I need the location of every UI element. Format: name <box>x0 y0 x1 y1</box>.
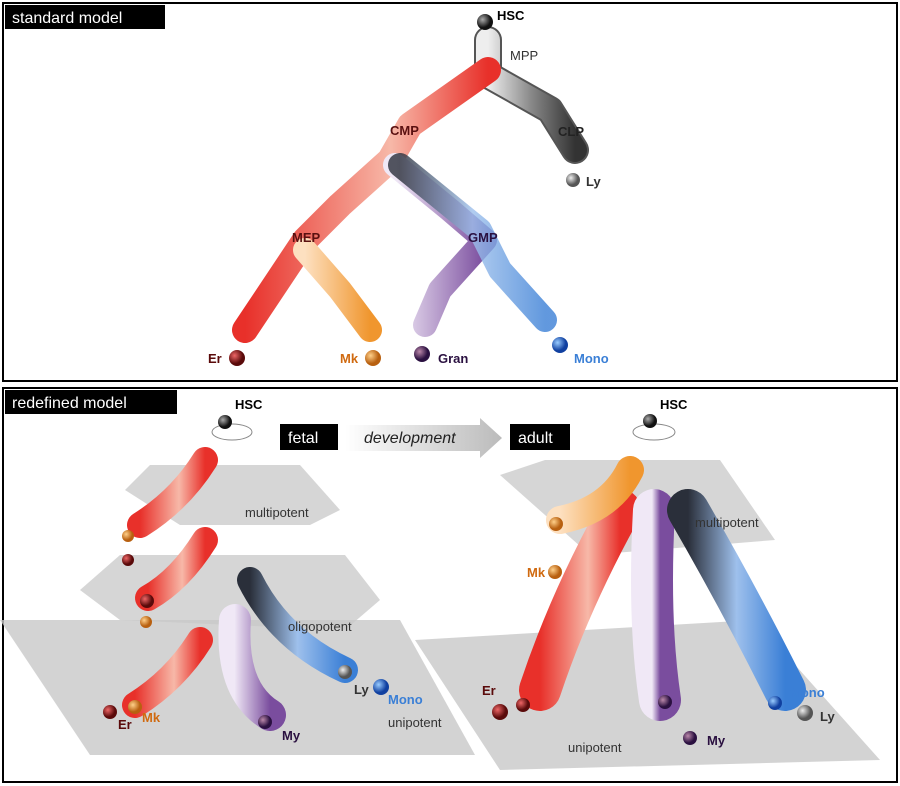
cell-ly <box>566 173 580 187</box>
branch-megakaryocyte <box>293 238 382 342</box>
cell-mk <box>549 517 563 531</box>
branch-bottom-erythroid <box>122 627 213 718</box>
branch-mid-erythroid <box>135 527 218 611</box>
hsc-column-top <box>211 423 253 441</box>
cell-er <box>103 705 117 719</box>
label-ly: Ly <box>820 709 835 724</box>
cell-er <box>140 594 154 608</box>
label-er: Er <box>208 351 222 366</box>
adult-label: adult <box>518 430 553 447</box>
label-hsc: HSC <box>497 8 525 23</box>
redefined-model-title: redefined model <box>12 395 127 412</box>
cell-mono <box>768 696 782 710</box>
branch-ly-mono <box>237 567 358 683</box>
standard-tree <box>232 21 589 343</box>
cell-mono <box>373 679 389 695</box>
standard-model-title: standard model <box>12 10 122 27</box>
branch-mk <box>546 456 644 534</box>
label-multipotent: multipotent <box>245 505 309 520</box>
cell-mk <box>122 530 134 542</box>
cell-gran <box>414 346 430 362</box>
cell-mk <box>140 616 152 628</box>
cell-er <box>229 350 245 366</box>
fetal-model: HSC multipotent oligopotent unipotent Er… <box>0 397 475 755</box>
cell-mk <box>548 565 562 579</box>
branch-my <box>218 604 286 731</box>
cell-my <box>258 715 272 729</box>
cell-hsc <box>477 14 493 30</box>
label-hsc: HSC <box>660 397 688 412</box>
label-mep: MEP <box>292 230 321 245</box>
branch-top-erythroid <box>127 447 218 538</box>
label-cmp: CMP <box>390 123 419 138</box>
cell-hsc <box>643 414 657 428</box>
cell-mk <box>128 700 142 714</box>
label-mk: Mk <box>142 710 161 725</box>
label-unipotent: unipotent <box>568 740 622 755</box>
label-gran: Gran <box>438 351 468 366</box>
cell-er <box>122 554 134 566</box>
label-er: Er <box>118 717 132 732</box>
label-mono: Mono <box>388 692 423 707</box>
cell-er <box>492 704 508 720</box>
label-ly: Ly <box>586 174 601 189</box>
standard-model-tag <box>5 5 165 29</box>
branch-my <box>631 489 681 721</box>
label-my: My <box>707 733 726 748</box>
label-unipotent: unipotent <box>388 715 442 730</box>
label-oligopotent: oligopotent <box>288 619 352 634</box>
cell-mono <box>552 337 568 353</box>
label-ly: Ly <box>354 682 369 697</box>
cell-my <box>658 695 672 709</box>
label-multipotent: multipotent <box>695 515 759 530</box>
fetal-tag <box>280 424 338 450</box>
redefined-model-tag <box>5 390 177 414</box>
development-arrow <box>345 418 502 458</box>
label-mpp: MPP <box>510 48 538 63</box>
development-label: development <box>364 430 456 447</box>
cell-hsc <box>218 415 232 429</box>
cell-mk <box>365 350 381 366</box>
adult-model: HSC multipotent unipotent Mk Er My Mono … <box>415 397 880 770</box>
label-mono: Mono <box>574 351 609 366</box>
branch-monocyte <box>388 153 557 332</box>
cell-er <box>516 698 530 712</box>
branch-er <box>519 489 641 711</box>
cell-ly <box>797 705 813 721</box>
cell-ly <box>338 665 352 679</box>
cell-my <box>683 731 697 745</box>
label-gmp: GMP <box>468 230 498 245</box>
label-mk: Mk <box>527 565 546 580</box>
label-clp: CLP <box>558 124 584 139</box>
branch-mono-ly <box>667 489 806 711</box>
label-mono: Mono <box>790 685 825 700</box>
label-mk: Mk <box>340 351 359 366</box>
label-er: Er <box>482 683 496 698</box>
label-my: My <box>282 728 301 743</box>
adult-tag <box>510 424 570 450</box>
label-hsc: HSC <box>235 397 263 412</box>
fetal-label: fetal <box>288 430 318 447</box>
